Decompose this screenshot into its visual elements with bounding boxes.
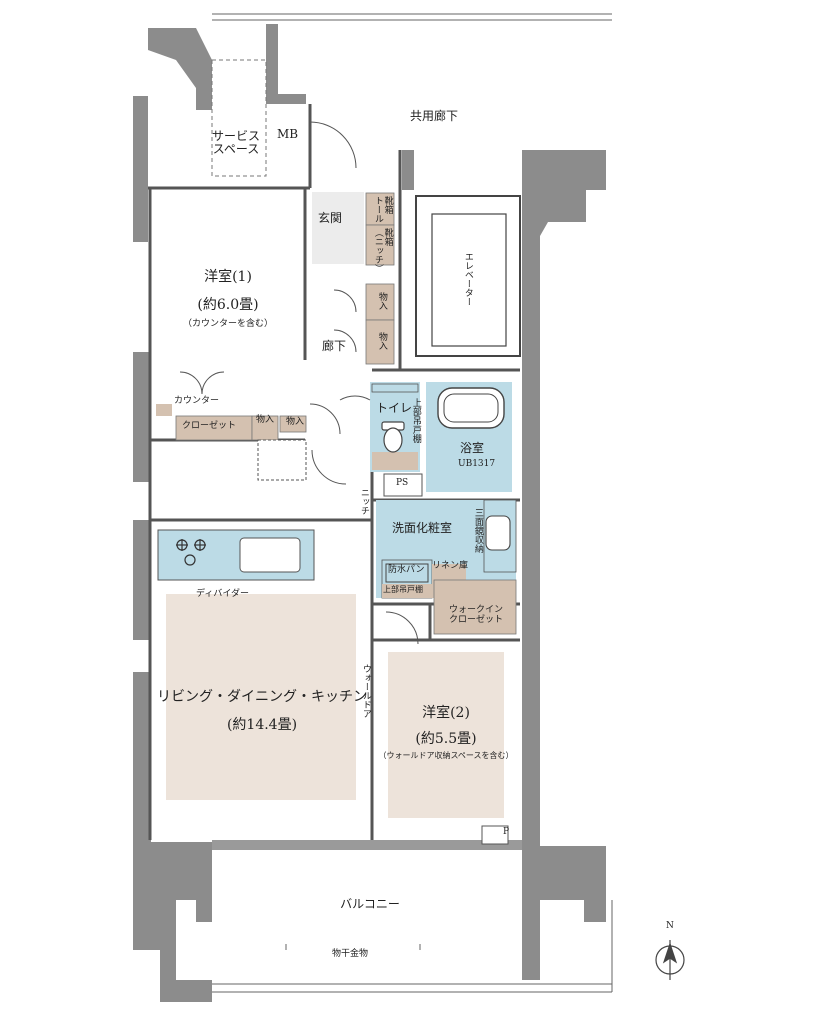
genkan-floor bbox=[312, 192, 364, 264]
kutsubako-tall-label: 靴箱 トール bbox=[372, 196, 393, 223]
room2-floor bbox=[388, 652, 504, 818]
upper-cabinet-label: 上部吊戸棚 bbox=[410, 398, 421, 443]
bousui-pan-label: 防水パン bbox=[388, 565, 425, 575]
interior-walls bbox=[148, 104, 520, 840]
wall-door-label: ウォールドア bbox=[360, 664, 371, 718]
ps-label: PS bbox=[396, 478, 409, 488]
room2-note: （ウォールドア収納スペースを含む） bbox=[378, 751, 514, 760]
closet-label: クローゼット bbox=[182, 421, 237, 431]
north-label: N bbox=[666, 921, 674, 931]
linen-label: リネン庫 bbox=[432, 561, 469, 571]
kutsubako-niche-label: 靴箱 （ニッチ） bbox=[372, 228, 393, 273]
roka-label: 廊下 bbox=[322, 339, 347, 353]
divider-label: ディバイダー bbox=[196, 589, 250, 599]
elevator-label: エレベーター bbox=[462, 252, 473, 306]
p-label: P bbox=[503, 827, 510, 837]
sink-icon bbox=[485, 515, 511, 551]
north-arrow-icon bbox=[655, 940, 685, 980]
monoire-label-2: 物入 bbox=[376, 332, 387, 350]
floor-fills bbox=[156, 59, 521, 845]
toilet-icon bbox=[381, 421, 405, 453]
elevator-shaft bbox=[415, 195, 521, 357]
room1-note: （カウンターを含む） bbox=[182, 319, 274, 329]
balcony bbox=[212, 13, 613, 993]
upper-cabinet-short-label: 上部吊戸棚 bbox=[383, 585, 423, 594]
counter-label: カウンター bbox=[174, 396, 220, 406]
monoire-label-3: 物入 bbox=[256, 415, 275, 425]
room2-name: 洋室(2) bbox=[422, 705, 470, 721]
ldk-floor bbox=[166, 594, 356, 800]
room1-name: 洋室(1) bbox=[204, 269, 252, 285]
monoire-label-1: 物入 bbox=[376, 292, 387, 310]
walkin-closet-label: ウォークイン クローゼット bbox=[448, 605, 504, 625]
balcony-label: バルコニー bbox=[340, 897, 400, 911]
genkan-label: 玄関 bbox=[318, 211, 343, 225]
mirror-storage-label: 三面鏡収納 bbox=[472, 508, 483, 553]
kyoyo-roka-label: 共用廊下 bbox=[410, 109, 459, 123]
mb-label: MB bbox=[277, 127, 299, 141]
bathtub-icon bbox=[437, 387, 505, 429]
monohoshi-label: 物干金物 bbox=[331, 949, 369, 959]
ldk-size: (約14.4畳) bbox=[226, 717, 298, 733]
toilet-label: トイレ bbox=[376, 401, 413, 415]
structural-walls bbox=[133, 24, 606, 1002]
bath-unit-label: UB1317 bbox=[458, 459, 496, 469]
ldk-name: リビング・ダイニング・キッチン bbox=[157, 689, 367, 705]
room2-size: (約5.5畳) bbox=[415, 731, 477, 747]
service-space-label: サービス スペース bbox=[211, 129, 261, 157]
senmen-label: 洗面化粧室 bbox=[392, 521, 453, 535]
washer-pan-icon bbox=[385, 563, 429, 583]
door-swings bbox=[179, 121, 419, 645]
niche-label: ニッチ bbox=[358, 488, 369, 515]
gas-stove-icon bbox=[176, 539, 206, 566]
monoire-label-4: 物入 bbox=[286, 417, 305, 427]
walkin-floor bbox=[433, 579, 517, 635]
bath-label: 浴室 bbox=[460, 441, 485, 455]
room1-size: (約6.0畳) bbox=[197, 297, 259, 313]
